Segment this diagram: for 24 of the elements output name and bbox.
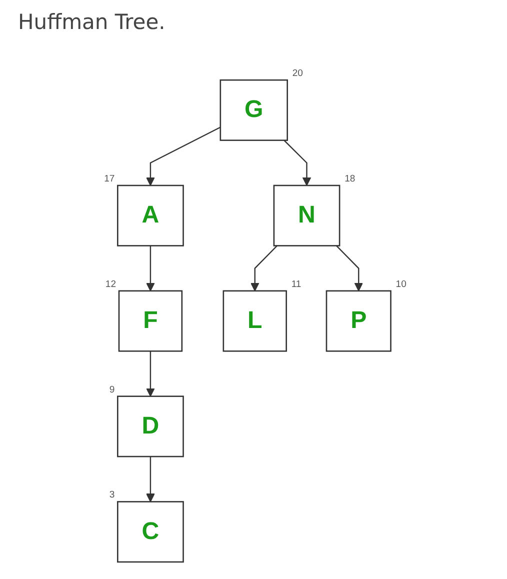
weight-label: 11 [291, 278, 301, 290]
node-box: A [116, 184, 184, 246]
weight-label: 12 [105, 278, 116, 290]
weight-label: 9 [109, 384, 114, 396]
node-box: L [222, 290, 287, 352]
weight-label: 10 [395, 278, 406, 290]
node-box: D [116, 396, 184, 458]
arrow [146, 351, 155, 397]
arrow [336, 245, 363, 292]
weight-label: 18 [344, 173, 355, 184]
node-box: C [116, 501, 184, 563]
diagram-title: Huffman Tree. [18, 10, 166, 34]
weight-label: 3 [109, 490, 114, 501]
arrow [250, 245, 278, 292]
node-box: F [118, 290, 182, 352]
arrow [146, 456, 155, 502]
arrow [283, 140, 311, 186]
weight-label: 17 [104, 173, 114, 184]
node-box: N [272, 184, 340, 246]
arrow [146, 246, 155, 292]
node-box: G [219, 79, 288, 141]
weight-label: 20 [292, 68, 303, 80]
node-box: P [326, 290, 392, 352]
arrow [146, 126, 220, 186]
